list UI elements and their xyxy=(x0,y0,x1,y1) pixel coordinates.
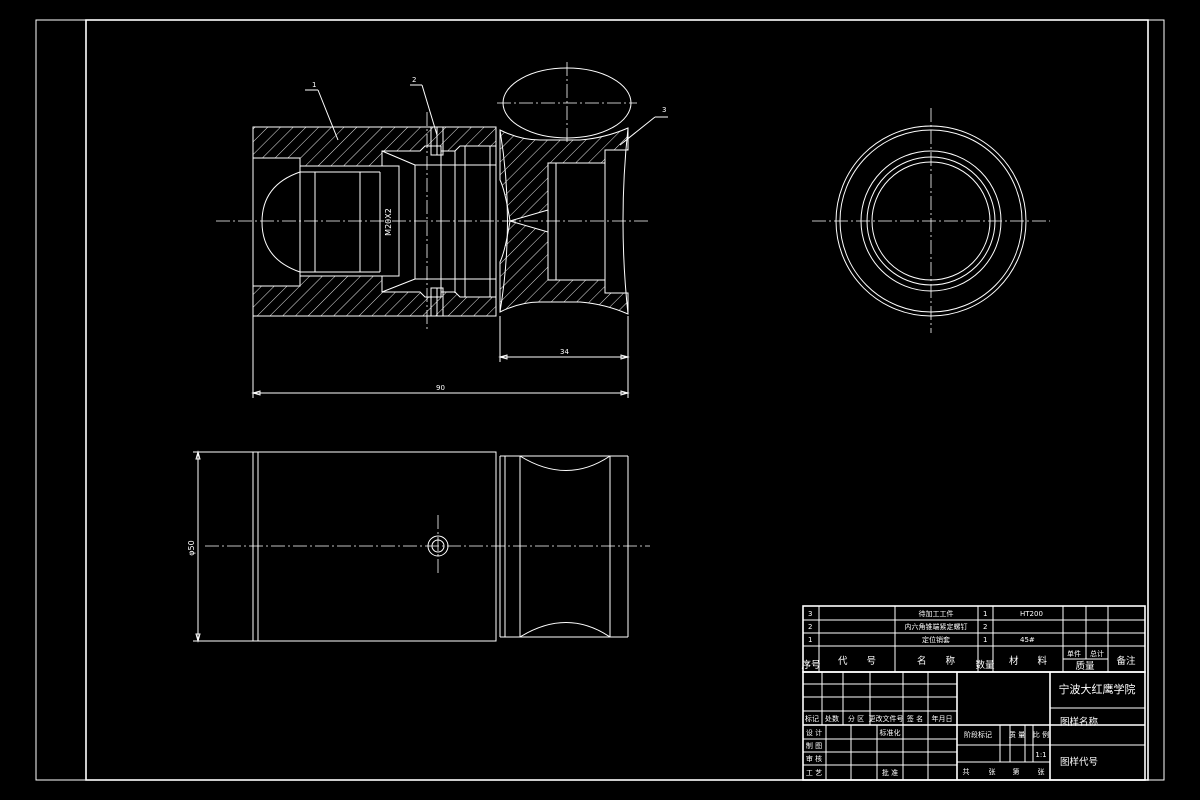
drawing-code: 图样代号 xyxy=(1060,756,1098,768)
label-stage-mark: 阶段标记 xyxy=(964,730,992,739)
bom-header-no: 序号 xyxy=(801,659,820,671)
sheet-info: 张 xyxy=(989,767,996,776)
school-name: 宁波大红鹰学院 xyxy=(1059,682,1136,696)
bom-header-name: 名 称 xyxy=(917,655,956,667)
bom-header-qty: 数量 xyxy=(975,659,995,671)
bom-table: 3 待加工工件 1 HT200 2 内六角锥端紧定螺钉 2 1 定位销套 1 4… xyxy=(801,605,1146,673)
bom-row-no: 1 xyxy=(808,636,812,644)
bom-row-material: HT200 xyxy=(1020,610,1043,618)
label-scale: 比 例 xyxy=(1033,730,1049,739)
label-process: 工 艺 xyxy=(806,769,822,777)
dim-34: 34 xyxy=(560,348,569,356)
label-design: 设 计 xyxy=(806,728,822,737)
bom-header-material: 材 料 xyxy=(1009,655,1048,667)
bom-header-total: 总计 xyxy=(1090,649,1104,658)
bom-header-code: 代 号 xyxy=(838,656,876,667)
sheet-info: 共 xyxy=(963,767,970,776)
side-view xyxy=(812,108,1050,333)
bom-row-name: 内六角锥端紧定螺钉 xyxy=(905,622,968,631)
bom-row-no: 2 xyxy=(808,623,812,631)
bom-header-remark: 备注 xyxy=(1116,655,1136,667)
scale-value: 1:1 xyxy=(1035,751,1046,759)
bom-row-name: 定位销套 xyxy=(922,635,950,644)
top-view: φ50 xyxy=(187,450,650,643)
bom-header-mass: 质量 xyxy=(1075,660,1095,672)
rev-header: 分 区 xyxy=(848,714,864,723)
rev-header: 标记 xyxy=(805,714,819,723)
rev-header: 年月日 xyxy=(932,714,953,723)
part3-hatch-top xyxy=(499,127,629,222)
dim-dia50: φ50 xyxy=(187,540,196,555)
label-standardize: 标准化 xyxy=(880,728,901,737)
drawing-name: 图样名称 xyxy=(1060,716,1099,728)
sheet-info: 第 xyxy=(1013,767,1020,776)
label-approve: 批 准 xyxy=(882,768,898,777)
bom-row-qty: 1 xyxy=(983,610,987,618)
bom-header-unit: 单件 xyxy=(1067,649,1081,658)
rev-header: 处数 xyxy=(825,714,839,723)
outer-border xyxy=(35,19,1165,781)
rev-header: 更改文件号 xyxy=(869,714,904,723)
bom-row-material: 45# xyxy=(1020,636,1035,644)
front-section-view: M20X2 1 2 3 34 90 xyxy=(216,62,668,398)
thread-label: M20X2 xyxy=(384,208,393,236)
balloon-3: 3 xyxy=(662,106,666,114)
inner-border xyxy=(85,19,1149,781)
balloon-2: 2 xyxy=(412,76,416,84)
part1-hatch-top xyxy=(252,126,497,167)
dim-90: 90 xyxy=(436,384,445,392)
part1-hatch-bottom xyxy=(252,275,497,317)
bom-row-qty: 1 xyxy=(983,636,987,644)
rev-header: 签 名 xyxy=(907,714,923,723)
part3-hatch-bottom xyxy=(499,220,629,315)
bom-row-no: 3 xyxy=(808,610,812,618)
label-mass: 质 量 xyxy=(1009,730,1025,739)
label-draw: 制 图 xyxy=(806,741,822,750)
sheet-info: 张 xyxy=(1038,767,1045,776)
bom-row-name: 待加工工件 xyxy=(919,609,954,618)
balloon-1: 1 xyxy=(312,81,316,89)
title-block: 标记 处数 分 区 更改文件号 签 名 年月日 设 计 标准化 制 图 审 核 … xyxy=(802,671,1146,781)
bom-row-qty: 2 xyxy=(983,623,987,631)
label-check: 审 核 xyxy=(806,754,822,763)
